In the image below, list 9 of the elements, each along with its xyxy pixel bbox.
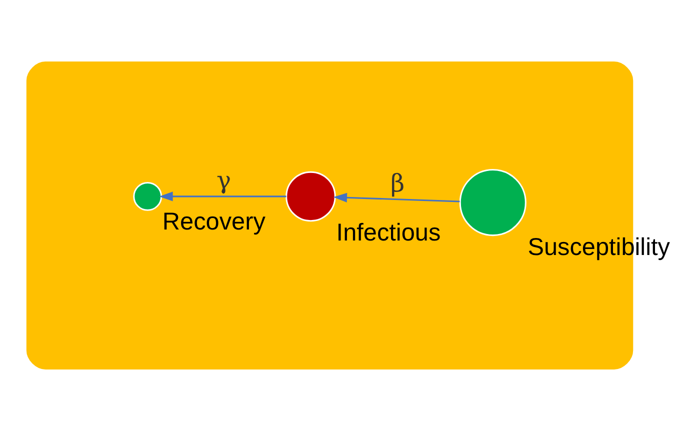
- node-circle: [286, 171, 336, 222]
- node-label: Recovery: [162, 208, 266, 236]
- node-circle: [133, 182, 162, 211]
- node-circle: [459, 169, 526, 236]
- arrow: [333, 192, 460, 202]
- node-label: Infectious: [336, 219, 441, 246]
- edge-label: β: [390, 168, 405, 198]
- edge-label: γ: [216, 166, 232, 195]
- arrow: [159, 192, 286, 202]
